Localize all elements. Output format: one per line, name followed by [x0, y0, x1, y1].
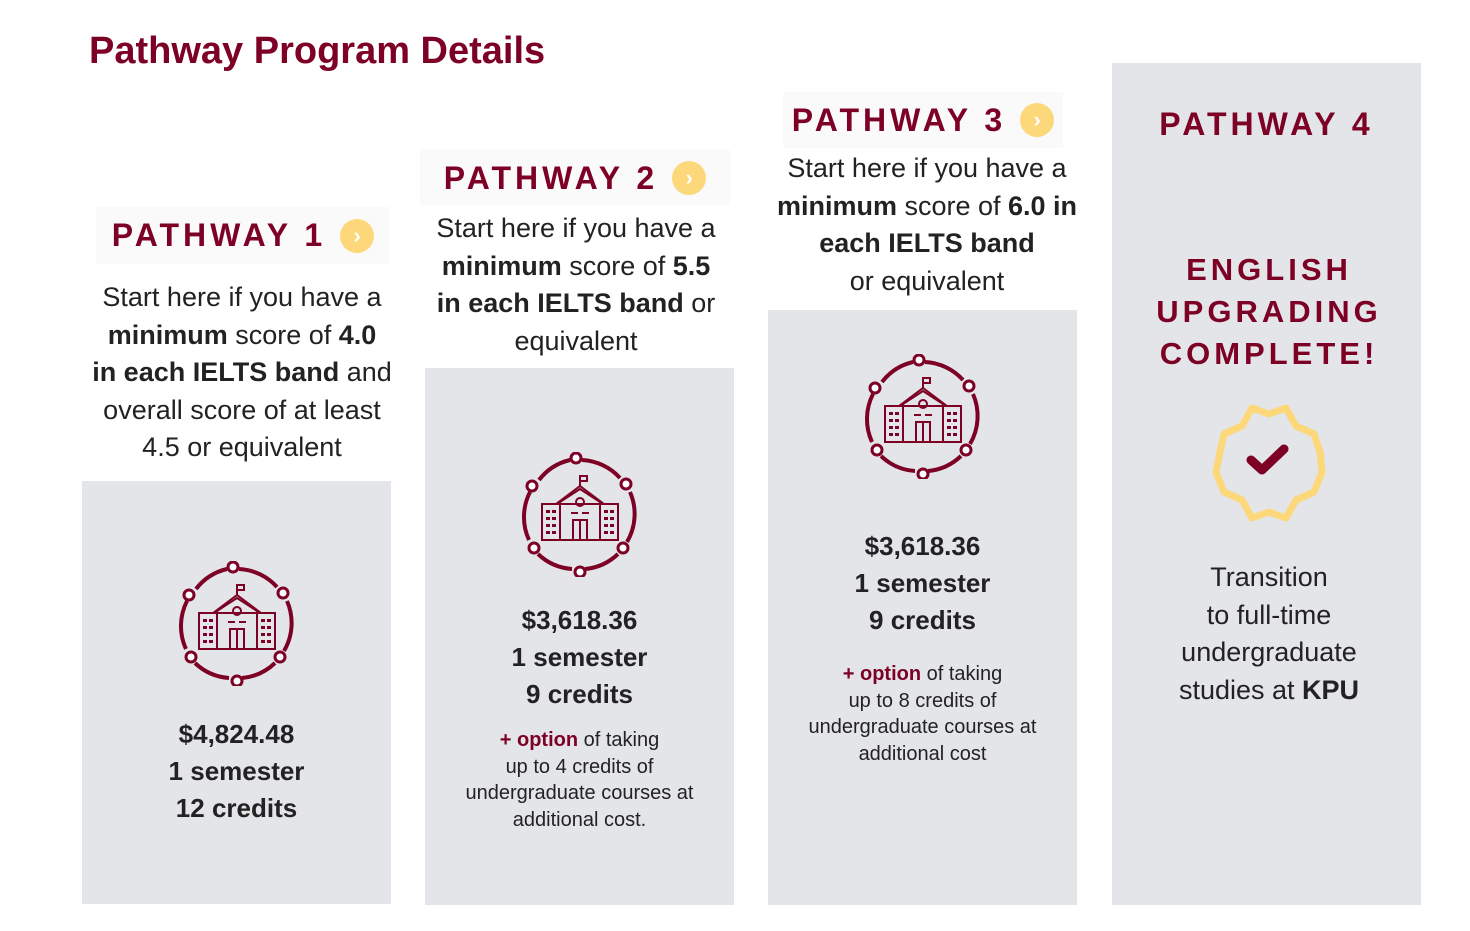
- chevron-right-icon[interactable]: ›: [672, 161, 707, 195]
- pathway-1-label: PATHWAY 1: [111, 217, 327, 253]
- pathway-3-description: Start here if you have a minimum score o…: [776, 153, 1078, 296]
- pathway-1-cost: $4,824.48 1 semester 12 credits: [82, 716, 391, 827]
- school-icon: [520, 452, 640, 577]
- page-title: Pathway Program Details: [89, 30, 546, 72]
- credits: 12 credits: [175, 793, 298, 823]
- badge-check-icon: [1212, 404, 1326, 522]
- pathway-3-panel: [768, 310, 1077, 905]
- semesters: 1 semester: [854, 568, 991, 598]
- pathway-3-option: + option of taking up to 8 credits of un…: [808, 663, 1037, 765]
- pathway-3-label: PATHWAY 3: [791, 101, 1007, 138]
- price: $4,824.48: [178, 719, 295, 749]
- semesters: 1 semester: [168, 756, 305, 786]
- pathway-3-header[interactable]: PATHWAY 3 ›: [783, 92, 1063, 148]
- pathway-4-panel: [1112, 63, 1421, 905]
- school-icon: [177, 561, 297, 686]
- pathway-2-label: PATHWAY 2: [443, 159, 659, 196]
- pathway-4-label: PATHWAY 4: [1159, 105, 1374, 142]
- chevron-right-icon[interactable]: ›: [340, 218, 375, 253]
- price: $3,618.36: [521, 605, 638, 635]
- pathway-2-description: Start here if you have a minimum score o…: [436, 213, 716, 356]
- price: $3,618.36: [864, 531, 981, 561]
- pathway-2-header[interactable]: PATHWAY 2 ›: [420, 150, 730, 206]
- school-icon: [863, 354, 983, 479]
- pathway-3-cost: $3,618.36 1 semester 9 credits: [768, 528, 1077, 639]
- pathway-2-option: + option of taking up to 4 credits of un…: [465, 729, 694, 831]
- credits: 9 credits: [869, 605, 976, 635]
- chevron-right-icon[interactable]: ›: [1020, 103, 1055, 137]
- pathway-1-description: Start here if you have a minimum score o…: [92, 282, 392, 462]
- pathway-1-header[interactable]: PATHWAY 1 ›: [96, 207, 390, 264]
- credits: 9 credits: [526, 679, 633, 709]
- pathway-4-header: PATHWAY 4: [1112, 96, 1421, 152]
- pathway-2-cost: $3,618.36 1 semester 9 credits: [425, 602, 734, 713]
- completion-headline: ENGLISH UPGRADING COMPLETE!: [1156, 252, 1382, 371]
- transition-text: Transition to full-time undergraduate st…: [1178, 562, 1360, 705]
- semesters: 1 semester: [511, 642, 648, 672]
- pathway-1-panel: [82, 481, 391, 904]
